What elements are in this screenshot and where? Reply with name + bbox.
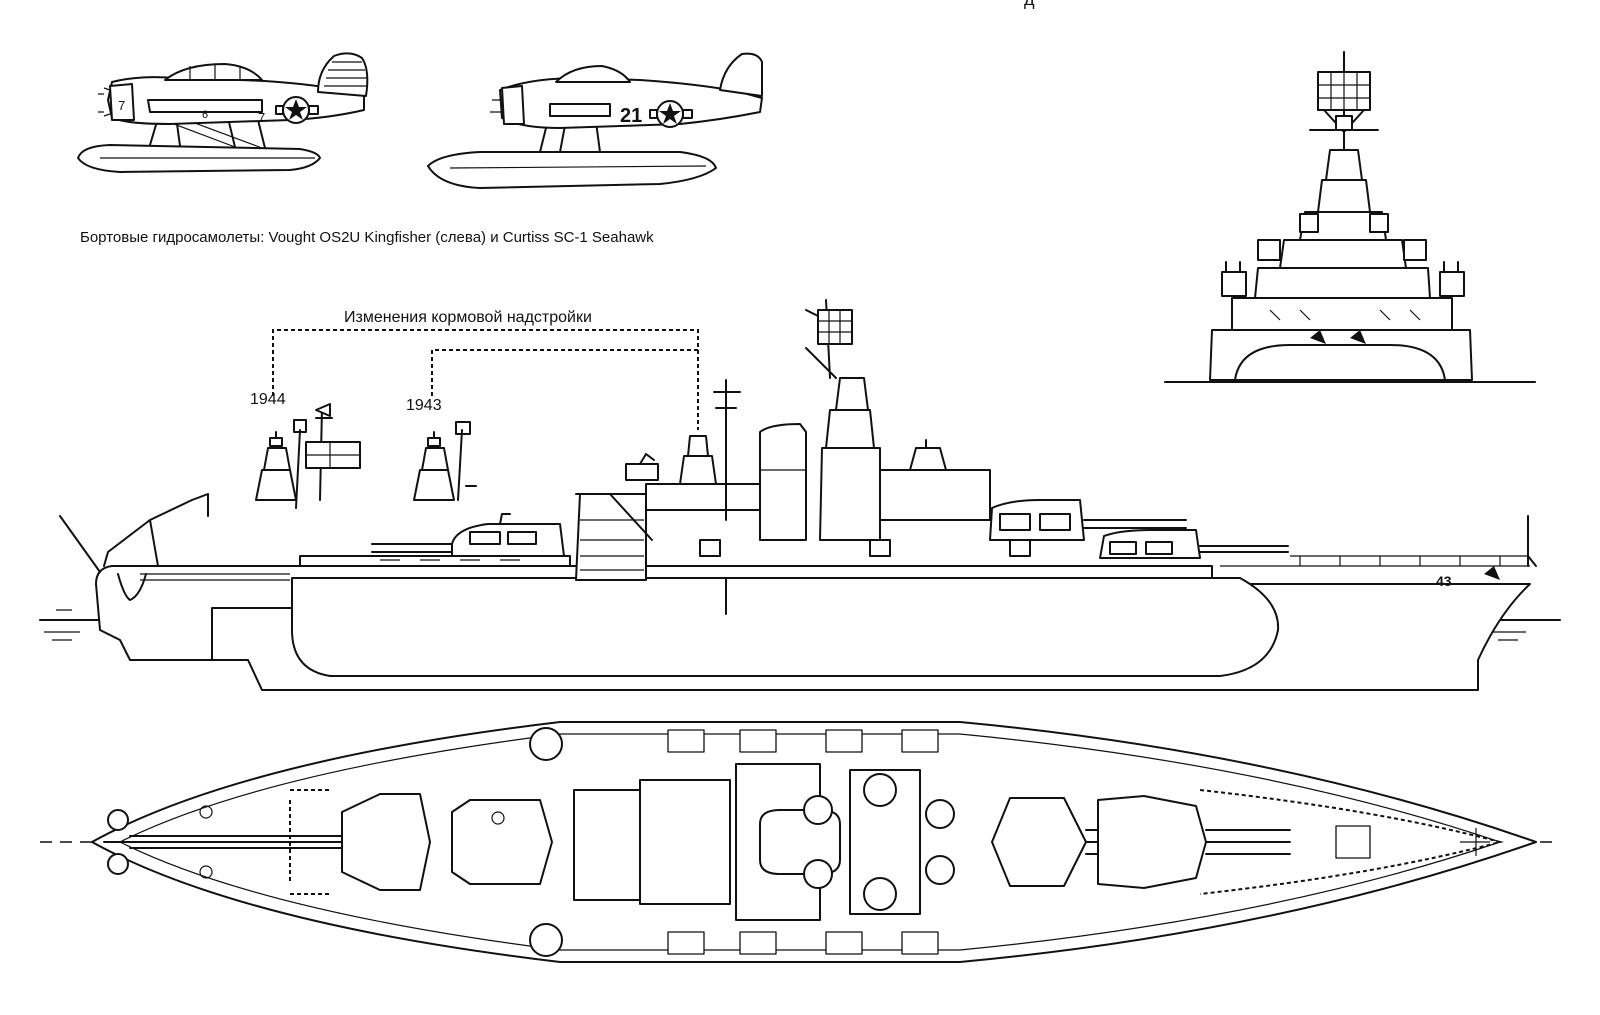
aircraft-kingfisher: 7 6 7 <box>77 52 369 173</box>
side-profile: 43 <box>39 299 1561 691</box>
aircraft-seahawk: 21 <box>427 52 763 189</box>
hull-number: 43 <box>1436 573 1452 589</box>
variant-1943-label: 1943 <box>406 397 442 414</box>
variant-1943 <box>413 421 477 501</box>
variant-1944 <box>255 403 361 509</box>
top-cropped-glyph: д <box>1024 0 1035 9</box>
aircraft-caption: Бортовые гидросамолеты: Vought OS2U King… <box>80 229 654 246</box>
kingfisher-marking-mid: 6 <box>202 109 208 121</box>
plan-view <box>40 721 1560 963</box>
variant-1944-label: 1944 <box>250 391 286 408</box>
superstructure-caption: Изменения кормовой надстройки <box>344 309 592 326</box>
seahawk-marking: 21 <box>620 105 642 127</box>
kingfisher-marking-tail: 7 <box>258 110 265 125</box>
front-view <box>1164 51 1536 383</box>
superstructure-callout: Изменения кормовой надстройки 1944 1943 <box>250 309 699 430</box>
kingfisher-marking-nose: 7 <box>118 98 125 113</box>
